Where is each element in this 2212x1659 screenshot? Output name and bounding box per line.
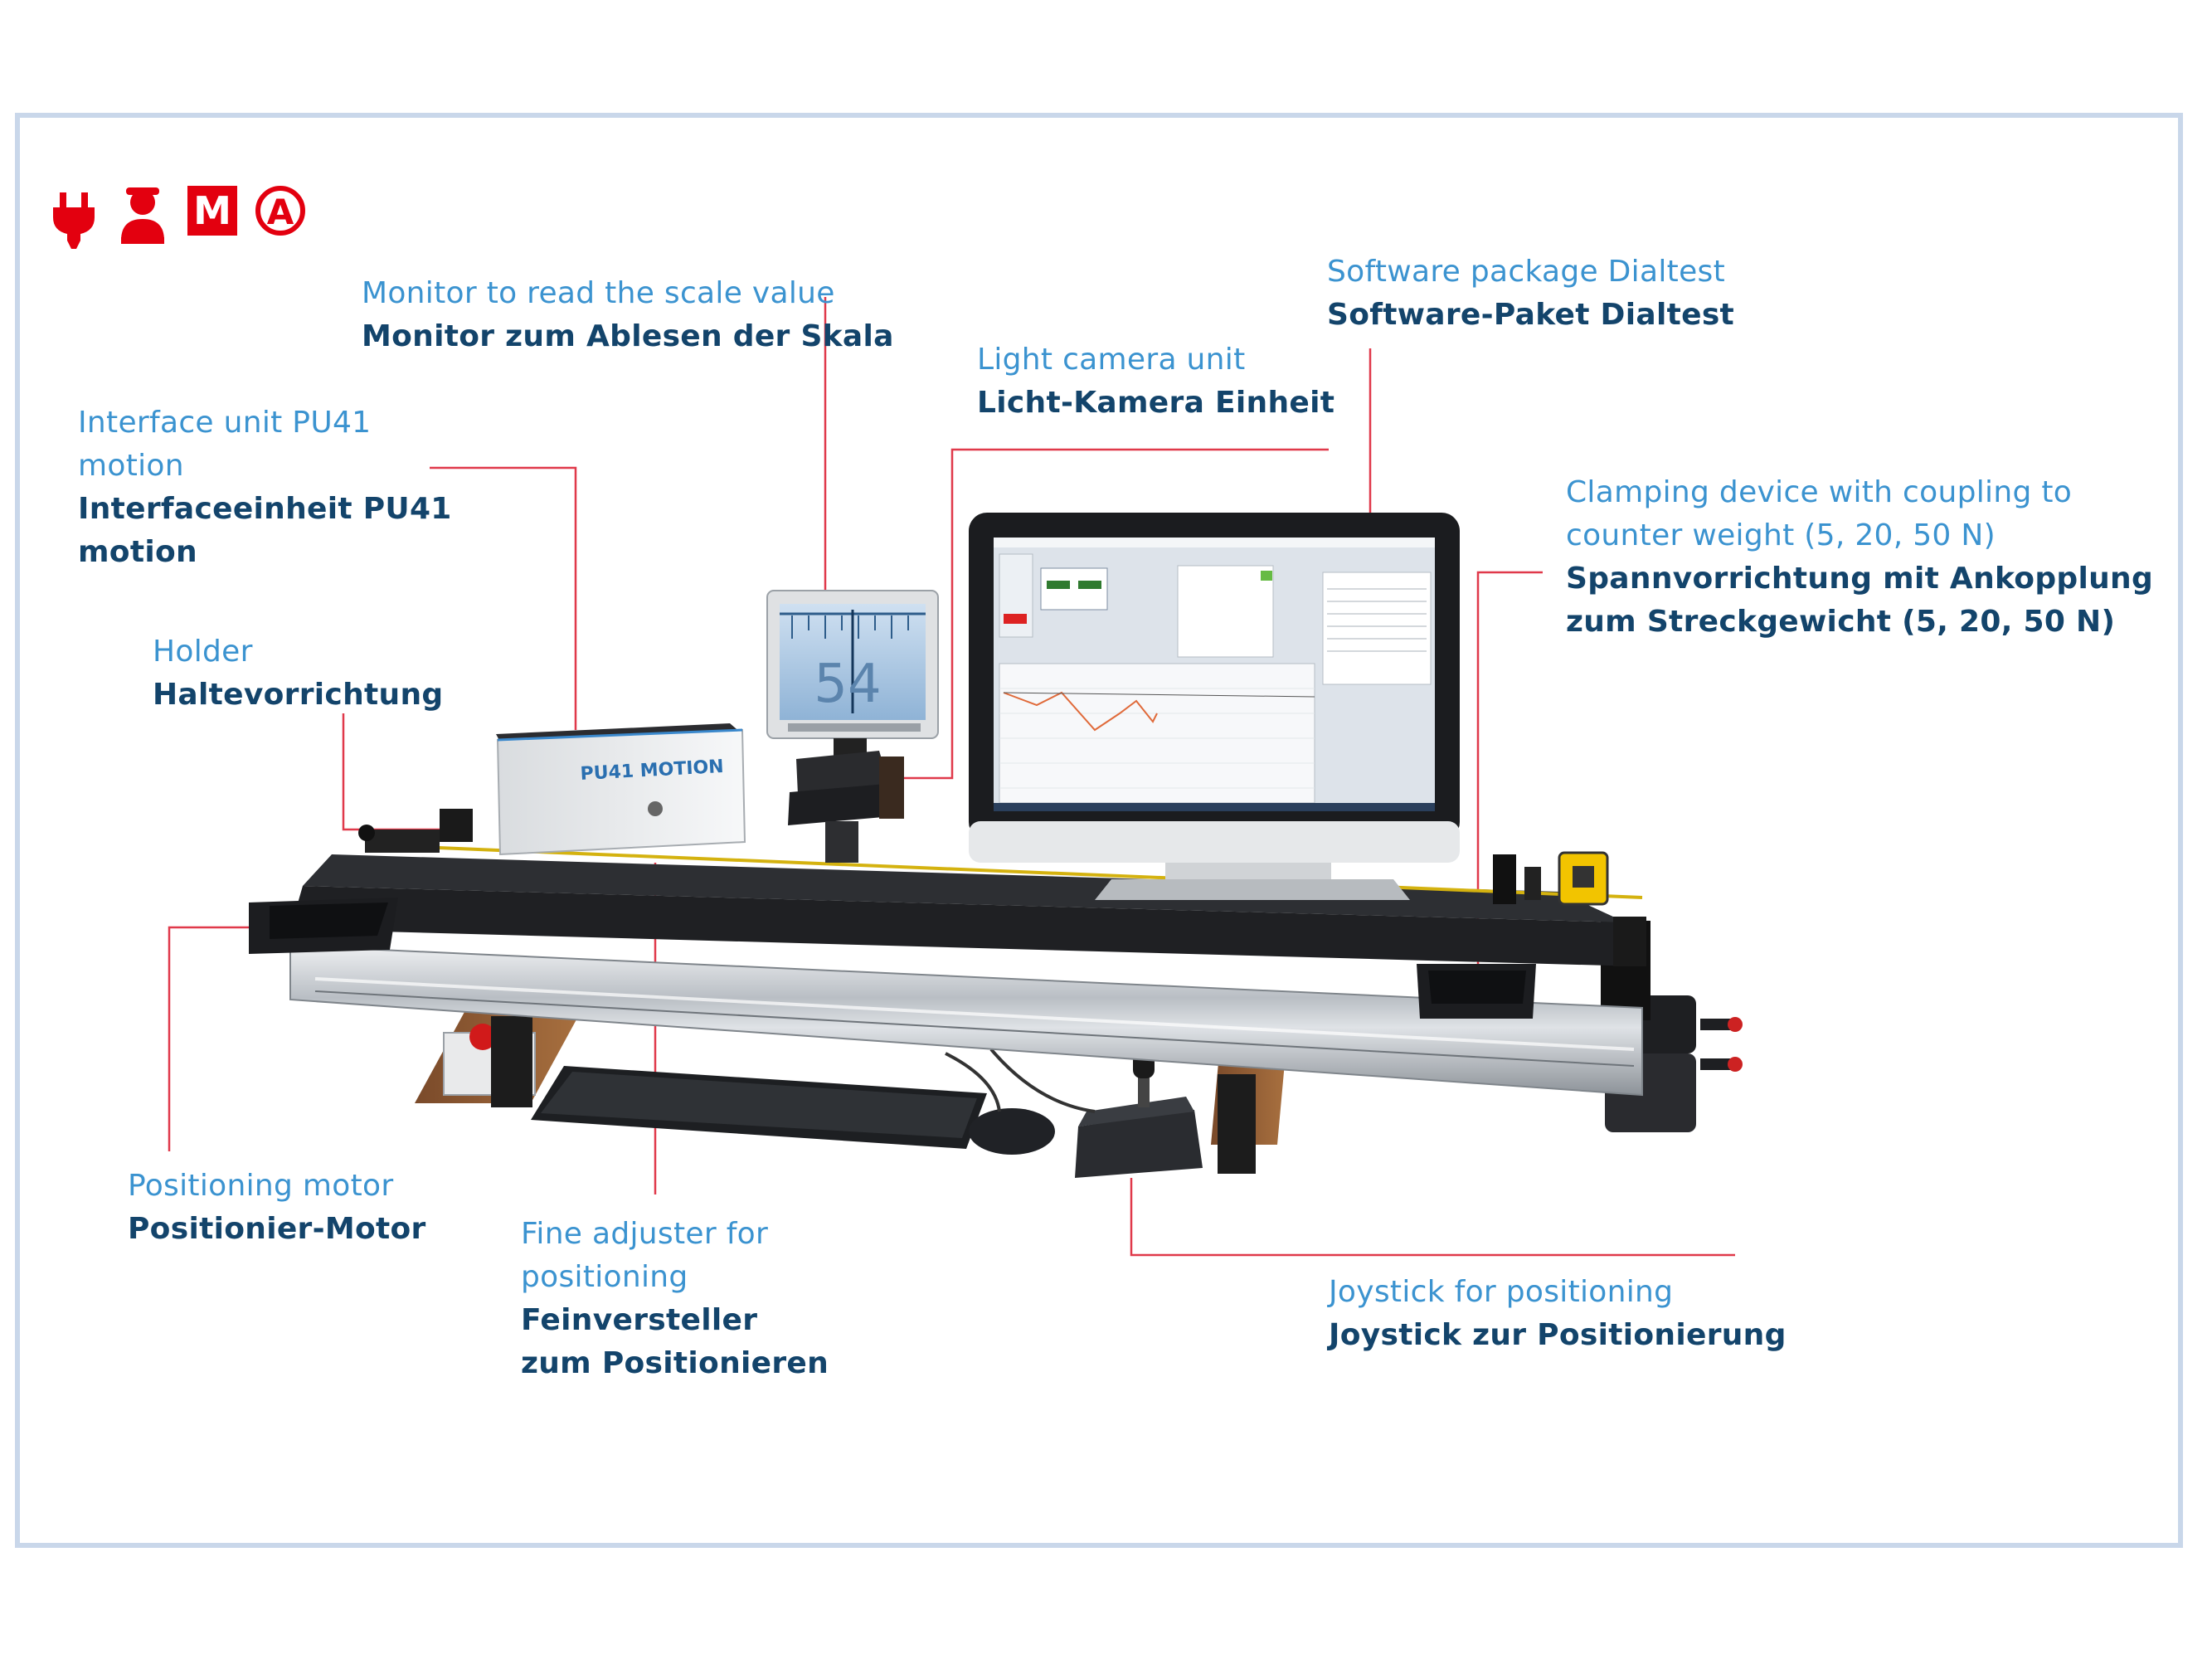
- safety-icons: M A: [53, 186, 305, 249]
- callout-fine-adjuster-de-1: Feinversteller: [521, 1303, 758, 1337]
- callout-interface-en-2: motion: [78, 449, 184, 483]
- callout-fine-adjuster-en-1: Fine adjuster for: [521, 1217, 769, 1251]
- callout-fine-adjuster-en-2: positioning: [521, 1260, 688, 1294]
- callout-monitor-de: Monitor zum Ablesen der Skala: [362, 319, 894, 353]
- callout-motor: Positioning motor Positionier-Motor: [128, 1165, 426, 1251]
- callout-interface-de-2: motion: [78, 535, 197, 569]
- callout-joystick: Joystick for positioning Joystick zur Po…: [1329, 1271, 1787, 1357]
- callout-software-en: Software package Dialtest: [1327, 255, 1725, 289]
- leader-line-clamping: [1476, 571, 1543, 987]
- callout-clamping-en-2: counter weight (5, 20, 50 N): [1566, 518, 1996, 552]
- callout-software-de: Software-Paket Dialtest: [1327, 298, 1735, 332]
- callout-fine-adjuster: Fine adjuster for positioning Feinverste…: [521, 1213, 829, 1385]
- callout-holder-en: Holder: [153, 635, 253, 669]
- callout-holder-de: Haltevorrichtung: [153, 678, 444, 712]
- holder: [358, 809, 473, 853]
- callout-camera-en: Light camera unit: [977, 343, 1246, 377]
- callout-monitor-en: Monitor to read the scale value: [362, 276, 835, 310]
- callout-motor-en: Positioning motor: [128, 1169, 394, 1203]
- emergency-stop-button: [469, 1024, 496, 1050]
- callout-fine-adjuster-de-2: zum Positionieren: [521, 1346, 829, 1380]
- manual-mode-icon: M: [187, 186, 237, 236]
- keyboard: [531, 1066, 987, 1149]
- callout-camera: Light camera unit Licht-Kamera Einheit: [977, 338, 1334, 425]
- callout-interface-en-1: Interface unit PU41: [78, 406, 372, 440]
- light-camera-unit: [788, 751, 904, 863]
- operator-icon: [121, 187, 164, 244]
- right-tray: [1417, 964, 1536, 1019]
- callout-clamping-de-2: zum Streckgewicht (5, 20, 50 N): [1566, 605, 2116, 639]
- callout-joystick-de: Joystick zur Positionierung: [1329, 1318, 1787, 1352]
- leader-line-joystick: [1130, 1178, 1735, 1257]
- leader-line-camera: [879, 448, 1329, 780]
- callout-clamping: Clamping device with coupling to counter…: [1566, 471, 2153, 644]
- automatic-mode-icon: A: [255, 186, 305, 236]
- clamping-device: [1493, 851, 1646, 966]
- scale-reading: 54: [814, 654, 881, 715]
- callout-clamping-de-1: Spannvorrichtung mit Ankopplung: [1566, 562, 2154, 596]
- leader-line-interface: [430, 466, 577, 730]
- positioning-motor: [249, 898, 398, 954]
- callout-monitor: Monitor to read the scale value Monitor …: [362, 272, 894, 358]
- linear-rail: [289, 844, 1643, 1097]
- callout-software: Software package Dialtest Software-Paket…: [1327, 251, 1734, 337]
- interface-unit: PU41 MOTION: [496, 723, 746, 856]
- callout-holder: Holder Haltevorrichtung: [153, 630, 443, 717]
- rail-stand: [415, 1012, 1286, 1174]
- callout-interface: Interface unit PU41 motion Interfaceeinh…: [78, 401, 452, 574]
- plug-icon: [53, 192, 95, 249]
- leader-line-motor: [168, 926, 249, 1151]
- callout-interface-de-1: Interfaceeinheit PU41: [78, 492, 452, 526]
- callout-clamping-en-1: Clamping device with coupling to: [1566, 475, 2073, 509]
- leader-line-holder: [342, 713, 441, 831]
- mouse: [945, 1052, 1055, 1155]
- svg-text:M: M: [193, 188, 231, 233]
- callout-camera-de: Licht-Kamera Einheit: [977, 386, 1335, 420]
- callout-joystick-en: Joystick for positioning: [1329, 1275, 1674, 1309]
- scale-monitor: 54: [766, 590, 939, 758]
- svg-text:A: A: [267, 192, 294, 232]
- pc-monitor: [969, 513, 1460, 900]
- callout-motor-de: Positionier-Motor: [128, 1212, 426, 1246]
